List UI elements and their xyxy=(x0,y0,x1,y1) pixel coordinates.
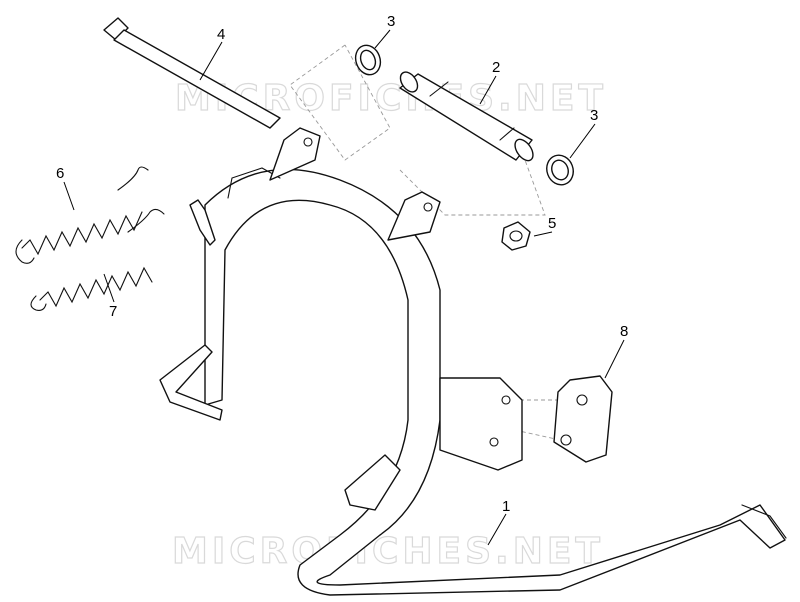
watermark-bottom: MICROFICHES.NET xyxy=(172,531,604,572)
washer-part-top[interactable] xyxy=(352,42,385,78)
spring-part-lower[interactable] xyxy=(30,208,165,311)
callout-1: 1 xyxy=(502,498,510,515)
callout-2: 2 xyxy=(492,59,500,76)
callout-8: 8 xyxy=(620,323,628,340)
callout-5: 5 xyxy=(548,215,556,232)
center-stand-part[interactable] xyxy=(159,127,787,596)
callout-3-right: 3 xyxy=(590,107,598,124)
callout-3-top: 3 xyxy=(387,13,395,30)
washer-part-right[interactable] xyxy=(543,151,578,188)
callout-6: 6 xyxy=(56,165,64,182)
pin-part[interactable] xyxy=(397,69,537,164)
spring-part-upper[interactable] xyxy=(15,166,149,264)
bolt-part[interactable] xyxy=(103,17,281,129)
bracket-part[interactable] xyxy=(553,375,613,463)
leader-lines xyxy=(63,29,625,546)
callout-4: 4 xyxy=(217,26,225,43)
nut-part[interactable] xyxy=(501,221,531,251)
callout-7: 7 xyxy=(109,303,117,320)
